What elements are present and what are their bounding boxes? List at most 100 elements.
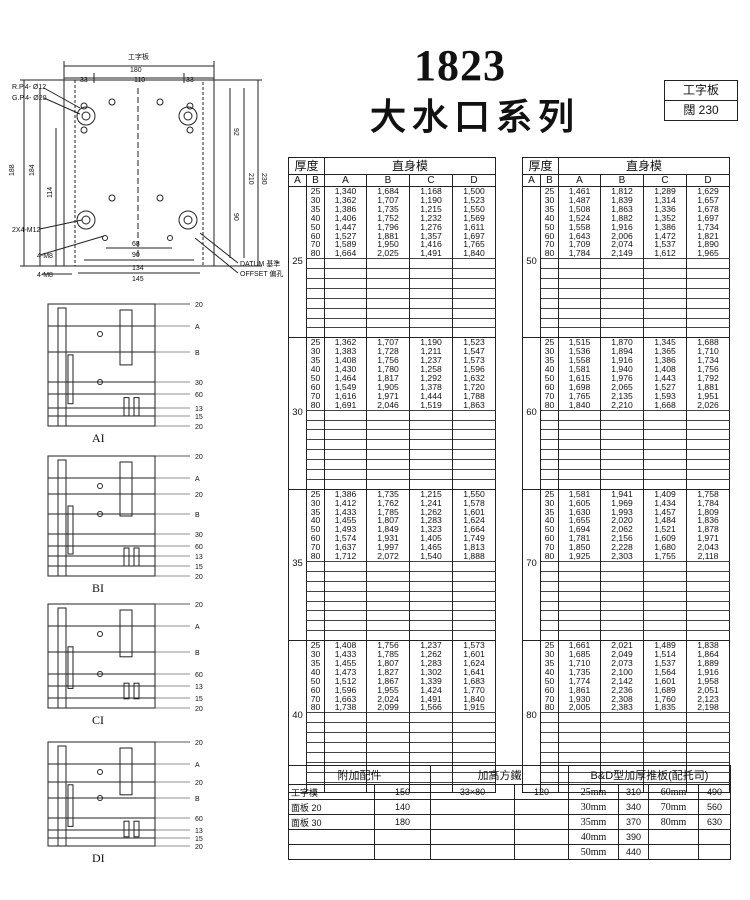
- thickness-b-cell: 80: [305, 400, 325, 411]
- price-cell: 1,863: [600, 204, 644, 214]
- price-cell: 1,864: [686, 650, 730, 659]
- thickness-b-cell: 25: [539, 337, 559, 348]
- section-dim-label: 15: [195, 414, 203, 421]
- price-cell: 1,629: [686, 186, 730, 196]
- thickness-a-cell: 25: [288, 186, 307, 338]
- thickness-a-cell: 70: [522, 488, 541, 641]
- section-dim-label: 20: [195, 844, 203, 851]
- svg-text:114: 114: [47, 187, 54, 198]
- table-row: [523, 600, 730, 611]
- price-cell: 1,345: [643, 337, 687, 348]
- price-cell: 1,416: [409, 240, 453, 250]
- price-cell: 1,550: [452, 204, 496, 214]
- thickness-b-cell: 30: [539, 196, 559, 205]
- price-cell: 1,817: [366, 374, 410, 383]
- price-cell: 1,408: [324, 640, 367, 651]
- thickness-b-cell: 80: [305, 551, 325, 562]
- table-row: [289, 258, 496, 269]
- price-cell: 1,550: [452, 488, 496, 499]
- price-cell: 1,839: [600, 196, 644, 205]
- price-cell: 1,433: [324, 507, 367, 517]
- table-row: [523, 590, 730, 602]
- price-cell: 1,755: [643, 551, 687, 562]
- price-cell: 1,881: [366, 231, 410, 241]
- price-cell: 1,340: [324, 186, 367, 196]
- section-dim-label: 20: [195, 602, 203, 609]
- table-row: [289, 317, 496, 328]
- price-cell: 1,905: [366, 383, 410, 392]
- price-cell: 1,605: [558, 498, 601, 508]
- table-row: [523, 449, 730, 460]
- thickness-b-cell: 25: [539, 640, 559, 651]
- price-cell: 1,916: [600, 356, 644, 366]
- price-cell: 1,863: [452, 400, 496, 411]
- table-row: [523, 722, 730, 733]
- thickness-b-cell: 25: [305, 186, 325, 196]
- price-cell: 1,709: [558, 240, 601, 250]
- price-cell: 1,867: [366, 676, 410, 686]
- table-row: [523, 580, 730, 592]
- table-row: [289, 459, 496, 470]
- thickness-b-cell: 60: [539, 534, 559, 544]
- section-dim-label: B: [195, 796, 200, 803]
- price-cell: 1,461: [558, 186, 601, 196]
- price-cell: 2,074: [600, 240, 644, 250]
- price-cell: 1,424: [409, 685, 453, 695]
- price-cell: 1,211: [409, 347, 453, 357]
- thickness-b-cell: 70: [539, 543, 559, 553]
- price-cell: 1,840: [558, 400, 601, 411]
- price-cell: 1,785: [366, 650, 410, 659]
- price-cell: 1,262: [409, 650, 453, 659]
- section-dim-label: B: [195, 650, 200, 657]
- table-row: [289, 590, 496, 602]
- price-cell: 1,707: [366, 337, 410, 348]
- price-cell: 1,888: [452, 551, 496, 562]
- thickness-b-cell: 30: [305, 498, 325, 508]
- price-cell: 1,447: [324, 222, 367, 232]
- price-cell: 1,465: [409, 543, 453, 553]
- thickness-b-cell: 60: [539, 383, 559, 392]
- price-cell: 1,609: [643, 534, 687, 544]
- price-cell: 1,710: [686, 347, 730, 357]
- price-cell: 1,302: [409, 667, 453, 677]
- price-cell: 1,752: [366, 213, 410, 223]
- price-cell: 1,657: [686, 196, 730, 205]
- price-cell: 1,931: [366, 534, 410, 544]
- thickness-b-cell: 40: [305, 667, 325, 677]
- table-row: [523, 287, 730, 299]
- thickness-b-cell: 40: [539, 365, 559, 374]
- price-cell: 1,694: [558, 525, 601, 535]
- price-cell: 1,508: [558, 204, 601, 214]
- price-cell: 1,707: [366, 196, 410, 205]
- section-dim-label: 20: [195, 454, 203, 461]
- table-row: [523, 258, 730, 269]
- svg-text:DATUM 基準: DATUM 基準: [240, 259, 280, 268]
- price-cell: 1,735: [366, 204, 410, 214]
- price-cell: 1,593: [643, 391, 687, 401]
- table-row: [289, 468, 496, 480]
- price-cell: 1,524: [558, 213, 601, 223]
- price-cell: 1,976: [600, 374, 644, 383]
- thickness-b-cell: 60: [539, 231, 559, 241]
- price-cell: 1,596: [452, 365, 496, 374]
- price-cell: 1,664: [324, 249, 367, 259]
- price-cell: 1,861: [558, 685, 601, 695]
- price-cell: 1,756: [366, 356, 410, 366]
